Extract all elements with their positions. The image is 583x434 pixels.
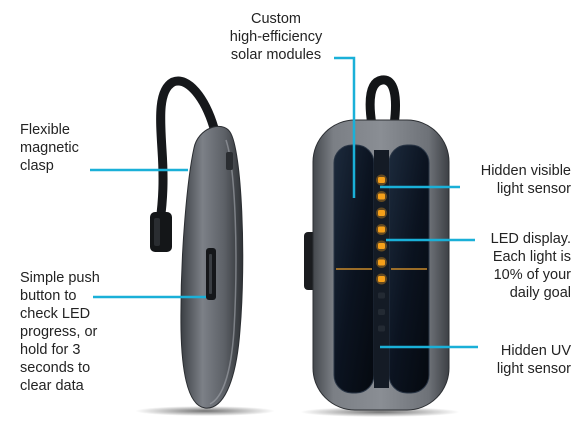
solar-tracker-side-view-icon (150, 76, 244, 409)
clasp-label: Flexible magnetic clasp (20, 122, 79, 174)
callout-line-solar (334, 56, 356, 198)
led-light-on (378, 243, 385, 249)
callout-lines (90, 56, 478, 349)
solar-tracker-front-view-icon (304, 75, 450, 411)
led-light-on (378, 259, 385, 266)
led-light-on (378, 193, 385, 200)
uv-sensor-label: Hidden UV light sensor (496, 343, 571, 377)
solar-modules-label: Custom high-efficiency solar modules (229, 11, 323, 63)
led-light-off (378, 325, 385, 332)
clasp-clip (150, 212, 172, 252)
clasp-loop (155, 76, 219, 227)
led-display-label: LED display. Each light is 10% of your d… (490, 231, 571, 301)
front-clasp-loop (365, 75, 400, 130)
push-button-label: Simple push button to check LED progress… (20, 270, 100, 394)
led-light-off (378, 292, 385, 299)
visible-light-sensor-label: Hidden visible light sensor (480, 163, 571, 197)
side-device-shadow (135, 406, 275, 416)
led-light-on (378, 226, 385, 233)
front-device-shadow (300, 407, 460, 417)
led-light-off (378, 309, 385, 315)
led-light-on (378, 276, 385, 282)
led-display (376, 174, 387, 332)
led-light-on (378, 177, 385, 183)
led-light-on (378, 210, 385, 216)
